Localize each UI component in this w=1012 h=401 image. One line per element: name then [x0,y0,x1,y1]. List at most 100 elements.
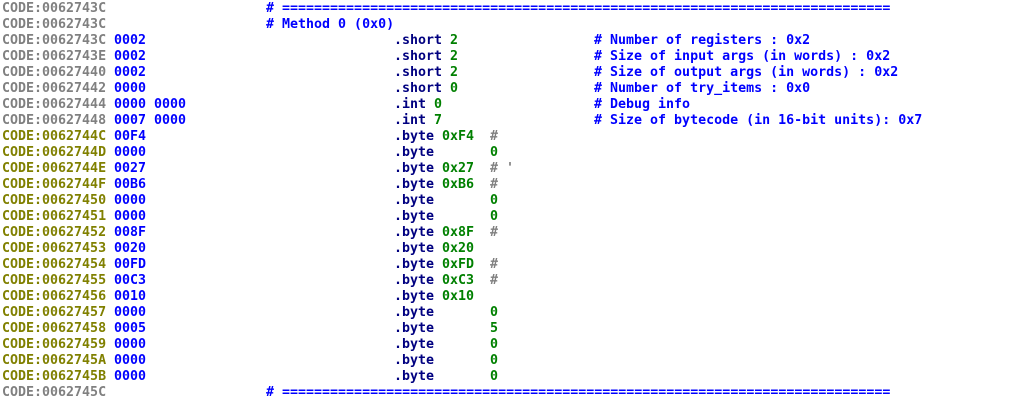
hex-bytes[interactable]: 0027 [114,161,147,176]
address-label[interactable]: CODE:00627457 [2,305,107,320]
hex-bytes[interactable]: 0002 [114,33,147,48]
directive-keyword[interactable]: .byte [394,305,435,320]
operand-value[interactable]: 0xFD [442,257,475,272]
address-label[interactable]: CODE:00627456 [2,289,107,304]
disassembly-line[interactable]: CODE:0062743C # Method 0 (0x0) [0,17,1012,33]
address-label[interactable]: CODE:00627452 [2,225,107,240]
hex-bytes[interactable]: 0000 [114,193,147,208]
operand-value[interactable]: 7 [434,113,443,128]
hex-bytes[interactable]: 00C3 [114,273,147,288]
operand-value[interactable]: 0 [490,145,499,160]
address-label[interactable]: CODE:00627444 [2,97,107,112]
operand-value[interactable]: 0xF4 [442,129,475,144]
address-label[interactable]: CODE:00627442 [2,81,107,96]
char-comment-hash[interactable]: # [490,177,499,192]
directive-keyword[interactable]: .byte [394,257,435,272]
disassembly-line[interactable]: CODE:00627453 0020 .byte 0x20 [0,241,1012,257]
directive-keyword[interactable]: .short [394,81,443,96]
line-comment[interactable]: # Size of input args (in words) : 0x2 [594,49,891,64]
address-label[interactable]: CODE:0062744E [2,161,107,176]
operand-value[interactable]: 0 [490,353,499,368]
hex-bytes[interactable]: 0010 [114,289,147,304]
method-header-comment[interactable]: # Method 0 (0x0) [266,17,395,32]
hex-bytes[interactable]: 0000 [114,369,147,384]
address-label[interactable]: CODE:00627458 [2,321,107,336]
address-label[interactable]: CODE:0062743C [2,33,107,48]
separator-comment[interactable]: # ======================================… [266,1,891,16]
hex-bytes[interactable]: 00FD [114,257,147,272]
address-label[interactable]: CODE:00627440 [2,65,107,80]
hex-bytes[interactable]: 0000 [114,145,147,160]
char-comment-hash[interactable]: # [490,273,499,288]
hex-bytes[interactable]: 0002 [114,49,147,64]
char-comment-hash[interactable]: # [490,225,499,240]
address-label[interactable]: CODE:00627454 [2,257,107,272]
directive-keyword[interactable]: .byte [394,209,435,224]
char-comment-hash[interactable]: # [490,161,499,176]
disassembly-line[interactable]: CODE:0062743C# =========================… [0,1,1012,17]
operand-value[interactable]: 0x20 [442,241,475,256]
operand-value[interactable]: 2 [450,33,459,48]
hex-bytes[interactable]: 0002 [114,65,147,80]
line-comment[interactable]: # Number of registers : 0x2 [594,33,811,48]
directive-keyword[interactable]: .byte [394,241,435,256]
hex-bytes[interactable]: 0007 0000 [114,113,187,128]
directive-keyword[interactable]: .short [394,33,443,48]
directive-keyword[interactable]: .byte [394,225,435,240]
directive-keyword[interactable]: .byte [394,129,435,144]
hex-bytes[interactable]: 00B6 [114,177,147,192]
disassembly-line[interactable]: CODE:0062745B 0000 .byte 0 [0,369,1012,385]
hex-bytes[interactable]: 0020 [114,241,147,256]
directive-keyword[interactable]: .byte [394,193,435,208]
hex-bytes[interactable]: 0000 [114,209,147,224]
directive-keyword[interactable]: .int [394,113,427,128]
address-label[interactable]: CODE:0062743E [2,49,107,64]
address-label[interactable]: CODE:00627451 [2,209,107,224]
disassembly-line[interactable]: CODE:0062743C 0002 .short 2 # Number of regi… [0,33,1012,49]
hex-bytes[interactable]: 0000 0000 [114,97,187,112]
address-label[interactable]: CODE:0062745B [2,369,107,384]
operand-value[interactable]: 0x8F [442,225,475,240]
address-label[interactable]: CODE:00627453 [2,241,107,256]
hex-bytes[interactable]: 0000 [114,81,147,96]
directive-keyword[interactable]: .byte [394,337,435,352]
operand-value[interactable]: 0 [490,369,499,384]
hex-bytes[interactable]: 008F [114,225,147,240]
address-label[interactable]: CODE:00627459 [2,337,107,352]
address-label[interactable]: CODE:0062745C [2,385,107,400]
address-label[interactable]: CODE:0062743C [2,17,107,32]
hex-bytes[interactable]: 0000 [114,337,147,352]
directive-keyword[interactable]: .short [394,49,443,64]
operand-value[interactable]: 0 [434,97,443,112]
directive-keyword[interactable]: .int [394,97,427,112]
directive-keyword[interactable]: .byte [394,369,435,384]
hex-bytes[interactable]: 0005 [114,321,147,336]
separator-comment[interactable]: # ======================================… [266,385,891,400]
operand-value[interactable]: 0 [450,81,459,96]
hex-bytes[interactable]: 0000 [114,353,147,368]
directive-keyword[interactable]: .byte [394,145,435,160]
operand-value[interactable]: 2 [450,65,459,80]
line-comment[interactable]: # Size of bytecode (in 16-bit units): 0x… [594,113,923,128]
operand-value[interactable]: 0x10 [442,289,475,304]
char-comment[interactable]: ' [506,161,515,176]
operand-value[interactable]: 0 [490,305,499,320]
directive-keyword[interactable]: .byte [394,353,435,368]
directive-keyword[interactable]: .byte [394,321,435,336]
operand-value[interactable]: 0 [490,193,499,208]
line-comment[interactable]: # Size of output args (in words) : 0x2 [594,65,899,80]
directive-keyword[interactable]: .byte [394,177,435,192]
disassembly-line[interactable]: CODE:0062745C # =========================… [0,385,1012,401]
address-label[interactable]: CODE:0062744C [2,129,107,144]
hex-bytes[interactable]: 00F4 [114,129,147,144]
